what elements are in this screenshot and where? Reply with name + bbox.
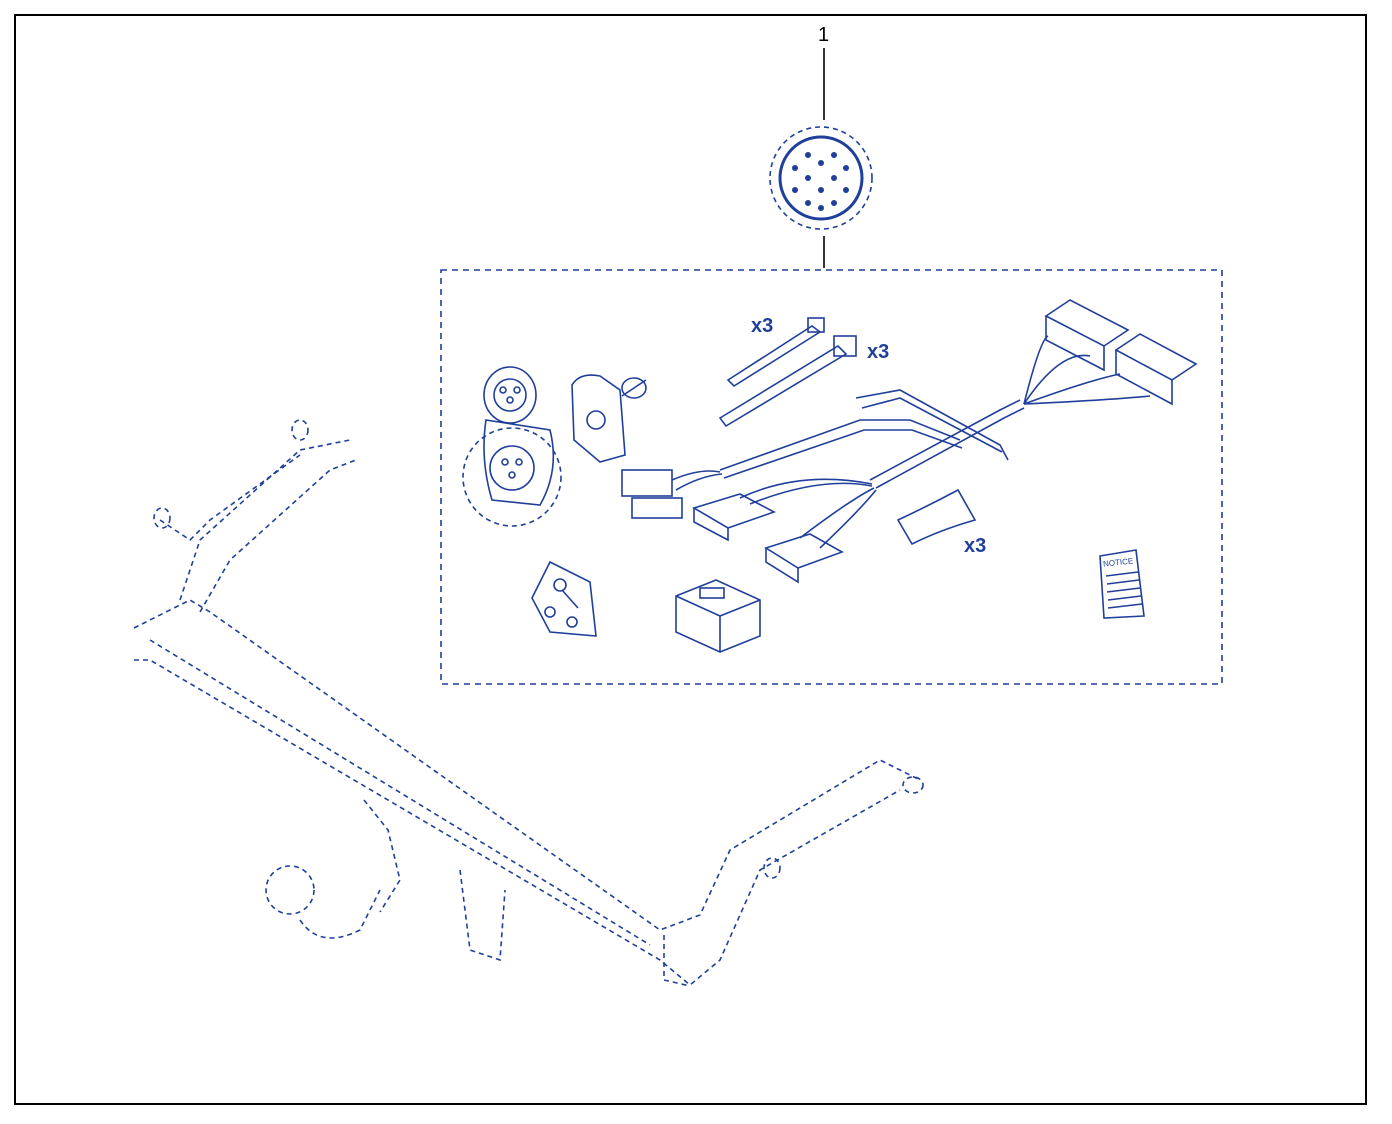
qty-cable-tie-large: x3: [867, 341, 890, 363]
control-module-icon: [675, 579, 761, 653]
clip-icon: [896, 488, 977, 546]
kit-contents-box: [440, 269, 1223, 685]
cable-tie-large-icon: [718, 335, 857, 428]
diagram-frame: [14, 14, 1367, 1105]
tow-bar-icon: [133, 419, 924, 987]
qty-cable-tie-small: x3: [751, 315, 774, 337]
cable-tie-small-icon: [726, 317, 825, 388]
qty-clip: x3: [964, 535, 987, 557]
notice-booklet-icon: [1099, 549, 1145, 619]
socket-7pin-icon: [462, 366, 562, 527]
connector-13pin-icon: [769, 126, 873, 230]
bracket-bolt-icon: [531, 560, 597, 637]
callout-number: 1: [818, 24, 830, 46]
wiring-harness-icon: [621, 299, 1198, 584]
mounting-plate-icon: [571, 374, 647, 463]
